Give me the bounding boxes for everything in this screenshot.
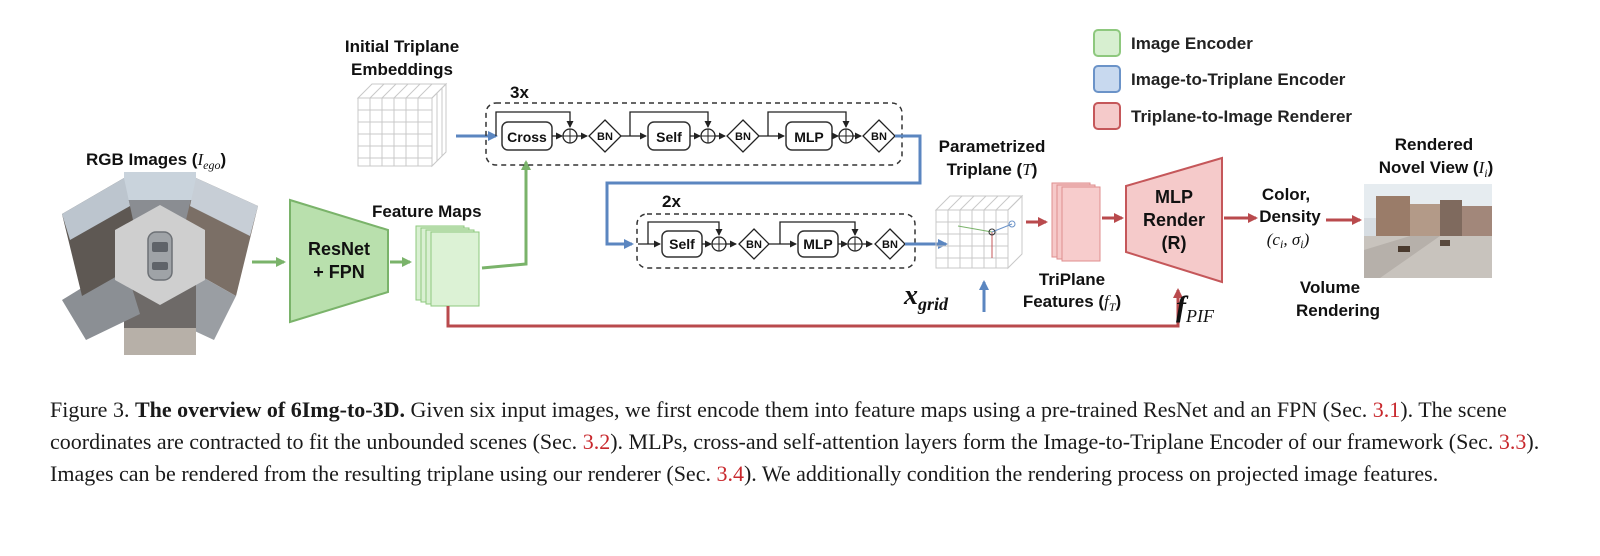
arrow-features-to-cross — [481, 160, 531, 270]
color-density-line3: (ci, σi) — [1267, 230, 1310, 251]
bn-diamond-1 — [588, 119, 622, 153]
caption-ref-3-1[interactable]: 3.1 — [1372, 397, 1401, 422]
legend-swatch-red — [1093, 102, 1121, 130]
repeat-2x-label: 2x — [662, 192, 681, 211]
x-grid-label: xgrid — [903, 280, 949, 314]
encoder-2x-layers: Self BN MLP BN — [638, 221, 906, 260]
encoder-3x-layers: Cross BN Self BN MLP BN — [495, 111, 896, 153]
feature-maps-stack — [415, 225, 480, 307]
arrow-3x-to-2x — [605, 134, 922, 249]
rendered-view-image — [1364, 184, 1492, 278]
param-triplane-label-line1: Parametrized — [939, 137, 1046, 156]
mlp-render-block — [1125, 156, 1223, 284]
color-density-line1: Color, — [1262, 185, 1310, 204]
svg-text:BN: BN — [597, 131, 613, 143]
rgb-images-cluster — [62, 172, 258, 355]
resnet-label-line2: + FPN — [313, 262, 365, 282]
volume-rendering-line2: Rendering — [1296, 301, 1380, 320]
sample-point-projections — [957, 220, 1016, 258]
caption-ref-3-2[interactable]: 3.2 — [582, 429, 611, 454]
encoder-block-2x — [636, 213, 916, 269]
legend-image-to-triplane: Image-to-Triplane Encoder — [1131, 70, 1346, 89]
caption-ref-3-4[interactable]: 3.4 — [716, 461, 744, 486]
arrow-fpif-path — [446, 288, 1183, 328]
caption-figure-label: Figure 3. — [50, 397, 130, 422]
initial-triplane-grid — [356, 82, 448, 168]
mlp-render-label-line2: Render — [1143, 210, 1205, 230]
resnet-label-line1: ResNet — [308, 239, 370, 259]
legend-image-encoder: Image Encoder — [1131, 34, 1253, 53]
resnet-fpn-block — [289, 198, 389, 324]
svg-text:MLP: MLP — [803, 236, 833, 252]
param-triplane-label-line2: Triplane (T) — [947, 160, 1038, 179]
initial-triplane-label-line2: Embeddings — [351, 60, 453, 79]
initial-triplane-label-line1: Initial Triplane — [345, 37, 459, 56]
triplane-features-stack — [1051, 182, 1101, 262]
caption-ref-3-3[interactable]: 3.3 — [1498, 429, 1527, 454]
mlp-render-label-line3: (R) — [1162, 233, 1187, 253]
feature-maps-label: Feature Maps — [372, 202, 482, 221]
bn-diamond-2 — [726, 119, 760, 153]
figure-caption: Figure 3. The overview of 6Img-to-3D. Gi… — [50, 397, 1540, 486]
svg-text:MLP: MLP — [794, 129, 824, 145]
rgb-images-label: RGB Images (Iego) — [86, 150, 226, 172]
bn-diamond-3 — [862, 119, 896, 153]
rendered-view-label-line2: Novel View (Ii) — [1379, 158, 1494, 180]
volume-rendering-line1: Volume — [1300, 278, 1360, 297]
svg-text:BN: BN — [735, 131, 751, 143]
svg-text:BN: BN — [746, 239, 762, 251]
bn-diamond-5 — [874, 228, 906, 260]
bn-diamond-4 — [738, 228, 770, 260]
svg-text:Cross: Cross — [507, 129, 547, 145]
repeat-3x-label: 3x — [510, 83, 529, 102]
svg-text:Self: Self — [656, 129, 682, 145]
parametrized-triplane-grid — [934, 194, 1024, 270]
architecture-diagram: Image Encoder Image-to-Triplane Encoder … — [62, 29, 1494, 355]
svg-text:Self: Self — [669, 236, 695, 252]
legend-swatch-blue — [1093, 65, 1121, 93]
triplane-features-label-line2: Features (fT) — [1023, 292, 1121, 314]
encoder-block-3x — [485, 102, 903, 166]
svg-text:BN: BN — [882, 239, 898, 251]
color-density-line2: Density — [1259, 207, 1321, 226]
legend-swatch-green — [1093, 29, 1121, 57]
rendered-view-label-line1: Rendered — [1395, 135, 1473, 154]
svg-text:BN: BN — [871, 131, 887, 143]
legend-triplane-to-image: Triplane-to-Image Renderer — [1131, 107, 1352, 126]
triplane-features-label-line1: TriPlane — [1039, 270, 1105, 289]
legend: Image Encoder Image-to-Triplane Encoder … — [1093, 29, 1352, 130]
caption-title: The overview of 6Img-to-3D. — [134, 397, 406, 422]
mlp-render-label-line1: MLP — [1155, 187, 1193, 207]
f-pif-label: fPIF — [1176, 290, 1215, 326]
ego-car-icon — [147, 231, 173, 281]
